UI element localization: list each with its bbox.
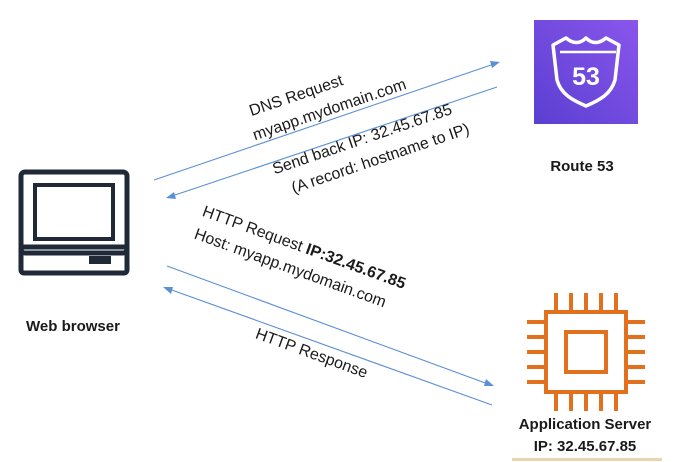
server-chip-icon — [527, 293, 645, 411]
web-browser-label: Web browser — [26, 318, 120, 335]
route53-badge-text: 53 — [572, 63, 600, 91]
http-response-arrow — [163, 287, 493, 406]
http-request-text: HTTP Request IP:32.45.67.85 Host: myapp.… — [192, 203, 408, 311]
app-server-label-line2: IP: 32.45.67.85 — [534, 438, 637, 455]
dns-response-arrow — [166, 86, 498, 199]
dns-request-arrow — [153, 61, 500, 181]
http-request-arrow — [166, 265, 494, 386]
decorative-underline — [512, 458, 662, 461]
computer-icon — [18, 169, 130, 276]
route53-icon: 53 — [534, 20, 638, 124]
route53-label: Route 53 — [550, 158, 613, 175]
app-server-label-line1: Application Server — [519, 416, 652, 433]
